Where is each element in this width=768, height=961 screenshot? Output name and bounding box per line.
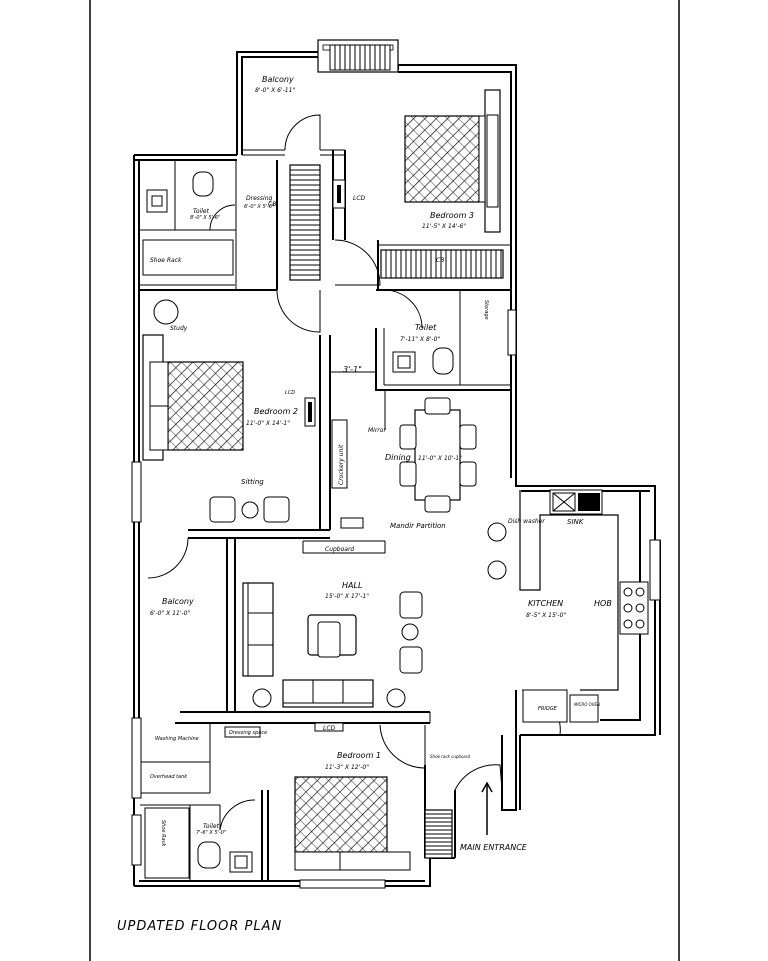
- dressing-size: 6'-0" X 5'-6": [244, 204, 274, 210]
- hall-name: HALL: [342, 581, 362, 590]
- staircase-balcony: [329, 44, 391, 71]
- sheet-border: [89, 0, 680, 961]
- dining-table: [399, 397, 477, 513]
- micro-oven-label: MICRO OVEN: [574, 702, 600, 707]
- toilet-top-left-name: Toilet: [193, 208, 210, 215]
- main-entrance-arrow: [481, 781, 493, 835]
- staircase-bottom: [424, 809, 453, 859]
- sitting-chairs: [209, 496, 290, 523]
- balcony-left-name: Balcony: [162, 597, 194, 606]
- cb-label: CB: [268, 201, 276, 208]
- dining-size: 11'-0" X 10'-1": [418, 455, 462, 462]
- crockery-label: Crockery unit: [338, 444, 345, 485]
- sitting-label: Sitting: [241, 478, 264, 486]
- fridge-label: FRIDGE: [538, 706, 558, 712]
- bed-bedroom3: [404, 115, 486, 203]
- plan-title: UPDATED FLOOR PLAN: [117, 919, 282, 934]
- shoe-rack-label: Shoe Rack: [150, 257, 182, 264]
- hall-size: 15'-0" X 17'-1": [325, 593, 369, 600]
- dimension-label: 3'-1": [343, 365, 362, 374]
- lcd-label-3: LCD: [323, 725, 336, 732]
- room-labels: Balcony 8'-0" X 6'-11" Bedroom 3 11'-5" …: [150, 75, 612, 852]
- dining-name: Dining: [385, 453, 411, 462]
- dressing-name: Dressing: [246, 195, 273, 202]
- main-entrance-label: MAIN ENTRANCE: [460, 843, 528, 852]
- bedroom1-name: Bedroom 1: [337, 751, 381, 760]
- crockery-unit: [331, 419, 348, 489]
- dimension-line: [330, 371, 386, 430]
- bed-bedroom1: [294, 776, 411, 871]
- toilet-mid-name: Toilet: [415, 323, 437, 332]
- cupboard-mandir-label: Cupboard: [325, 546, 354, 553]
- bedroom2-name: Bedroom 2: [254, 407, 298, 416]
- windows: [131, 39, 661, 889]
- overhead-tank-label: Overhead tank: [150, 774, 188, 780]
- hall-furniture: [242, 582, 423, 708]
- toilet-mid-size: 7'-11" X 8'-0": [400, 336, 440, 343]
- mandir-partition: [340, 517, 364, 529]
- dressing-space-label: Dressing space: [229, 730, 267, 736]
- hob-label: HOB: [594, 599, 612, 608]
- lcd-units: [304, 179, 346, 732]
- bedroom3-size: 11'-5" X 14'-6": [422, 223, 466, 230]
- toilet-top-left-size: 8'-0" X 5'-6": [190, 215, 220, 221]
- kitchen-fixtures: [487, 489, 649, 723]
- balcony-top-size: 8'-0" X 6'-11": [255, 87, 295, 94]
- balcony-top-name: Balcony: [262, 75, 294, 84]
- bed-bedroom2: [149, 361, 244, 451]
- balcony-left-size: 6'-0" X 11'-0": [150, 610, 190, 617]
- kitchen-name: KITCHEN: [528, 599, 563, 608]
- staircase-top: [380, 249, 504, 279]
- cupboards: [142, 239, 261, 879]
- mirror-label: Mirror: [368, 427, 386, 434]
- bedroom1-size: 11'-3" X 12'-0": [325, 764, 369, 771]
- bedroom2-size: 11'-0" X 14'-1": [246, 420, 290, 427]
- mandir-label: Mandir Partition: [390, 522, 446, 530]
- staircase-left: [289, 164, 321, 281]
- washing-machine-label: Washing Machine: [155, 736, 199, 742]
- shoe-rack-label-2: Shoe Rack: [160, 820, 166, 847]
- toilet-bottom-name: Toilet: [203, 823, 220, 830]
- dish-washer-label: Dish washer: [508, 518, 545, 525]
- lcd-label-2: LCD: [285, 390, 295, 396]
- sanitary: [146, 171, 454, 873]
- bedroom3-name: Bedroom 3: [430, 211, 474, 220]
- study-label: Study: [170, 325, 188, 332]
- sink-label: SINK: [567, 518, 585, 526]
- storage-label: Storage: [483, 300, 489, 320]
- toilet-bottom-size: 7'-6" X 5'-0": [196, 830, 226, 836]
- kitchen-size: 8'-5" X 15'-0": [526, 612, 566, 619]
- cb-label-2: CB: [436, 257, 444, 264]
- shoe-rack-cupboard-label: Shoe rack cupboard: [430, 754, 470, 759]
- lcd-label-1: LCD: [353, 195, 366, 202]
